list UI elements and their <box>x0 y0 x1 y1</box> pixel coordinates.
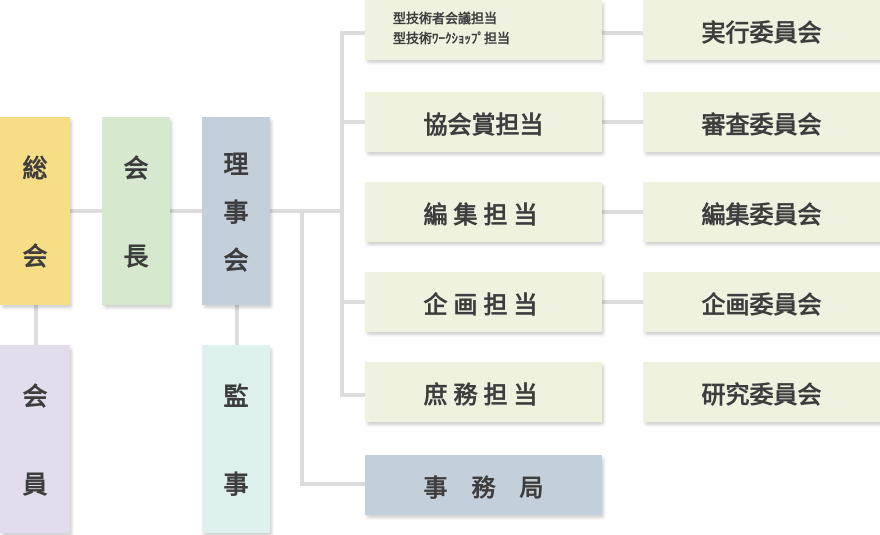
committee-label: 研究委員会 <box>701 380 822 409</box>
members-char: 会 <box>22 382 48 411</box>
connector-line <box>340 300 365 304</box>
connector-line <box>340 393 365 397</box>
committee-box-executive: 実行委員会 <box>643 0 880 60</box>
connector-line <box>340 31 344 397</box>
committee-label: 実行委員会 <box>701 18 822 47</box>
board-box: 理 事 会 <box>202 117 270 305</box>
connector-line <box>270 209 342 213</box>
members-box: 会 員 <box>0 345 70 533</box>
chairman-char: 長 <box>123 242 149 271</box>
general-assembly-char: 会 <box>22 242 48 271</box>
secretariat-box: 事務局 <box>365 455 602 515</box>
general-assembly-box: 総 会 <box>0 117 70 305</box>
department-box-conference: 型技術者会議担当 型技術ﾜｰｸｼｮｯﾌﾟ担当 <box>365 0 602 60</box>
chairman-char: 会 <box>123 154 149 183</box>
department-box-planning: 企画担当 <box>365 272 602 332</box>
connector-line <box>602 300 643 304</box>
department-box-editing: 編集担当 <box>365 182 602 242</box>
committee-label: 編集委員会 <box>701 200 822 229</box>
department-label: 企画担当 <box>423 290 544 319</box>
department-line: 型技術者会議担当 <box>393 12 498 27</box>
department-line: 型技術ﾜｰｸｼｮｯﾌﾟ担当 <box>393 32 511 47</box>
department-label: 編集担当 <box>423 200 544 229</box>
connector-line <box>70 209 102 213</box>
connector-line <box>602 31 643 35</box>
board-char: 事 <box>223 198 249 227</box>
auditor-char: 監 <box>223 382 249 411</box>
connector-line <box>235 305 239 345</box>
board-char: 会 <box>223 246 249 275</box>
department-label: 協会賞担当 <box>423 110 544 139</box>
department-label: 庶務担当 <box>423 380 544 409</box>
board-char: 理 <box>223 150 249 179</box>
chairman-box: 会 長 <box>102 117 170 305</box>
committee-box-review: 審査委員会 <box>643 92 880 152</box>
committee-box-planning: 企画委員会 <box>643 272 880 332</box>
connector-line <box>602 210 643 214</box>
department-box-award: 協会賞担当 <box>365 92 602 152</box>
committee-label: 企画委員会 <box>701 290 822 319</box>
connector-line <box>602 120 643 124</box>
connector-line <box>340 120 365 124</box>
secretariat-label: 事務局 <box>423 473 568 502</box>
auditor-box: 監 事 <box>202 345 270 533</box>
committee-box-research: 研究委員会 <box>643 362 880 422</box>
general-assembly-char: 総 <box>22 154 48 183</box>
committee-box-editing: 編集委員会 <box>643 182 880 242</box>
committee-label: 審査委員会 <box>701 110 822 139</box>
members-char: 員 <box>22 470 48 499</box>
connector-line <box>300 482 365 486</box>
connector-line <box>170 209 202 213</box>
department-box-general-affairs: 庶務担当 <box>365 362 602 422</box>
connector-line <box>34 305 38 345</box>
connector-line <box>300 209 304 485</box>
connector-line <box>340 31 365 35</box>
auditor-char: 事 <box>223 470 249 499</box>
